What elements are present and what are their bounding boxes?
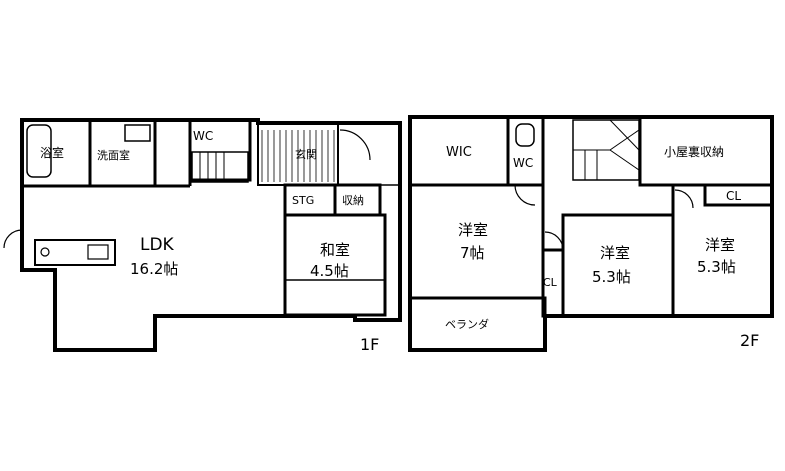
room-7jo-name-label: 洋室 bbox=[458, 221, 488, 239]
room-7jo-walls bbox=[408, 183, 545, 300]
stg-label: STG bbox=[292, 194, 314, 207]
wc-2f-label: WC bbox=[513, 156, 533, 170]
floor-1-label: 1F bbox=[360, 335, 379, 354]
floor-1-plan bbox=[3, 118, 402, 352]
wc-2f-walls bbox=[506, 115, 545, 187]
attic-storage-label: 小屋裏収納 bbox=[664, 144, 724, 159]
room-53a-size-label: 5.3帖 bbox=[592, 268, 631, 286]
stairs-1f bbox=[191, 151, 249, 183]
veranda-label: ベランダ bbox=[445, 317, 489, 331]
front-door-1f bbox=[3, 229, 23, 249]
closet-left-label: CL bbox=[543, 276, 558, 289]
floor-2-plan bbox=[408, 115, 774, 352]
closet-left-walls bbox=[541, 248, 565, 318]
room-53b-name-label: 洋室 bbox=[705, 236, 735, 254]
bath-label: 浴室 bbox=[40, 145, 64, 160]
kitchen-counter bbox=[34, 239, 116, 266]
washbasin bbox=[124, 124, 151, 142]
closet-right-label: CL bbox=[726, 189, 741, 203]
washitsu-size-label: 4.5帖 bbox=[310, 262, 349, 280]
room-53b-size-label: 5.3帖 bbox=[697, 258, 736, 276]
storage-1f-label: 収納 bbox=[342, 194, 364, 207]
bathtub bbox=[26, 124, 52, 178]
entrance-label: 玄関 bbox=[295, 147, 317, 161]
room-53a-walls bbox=[561, 213, 675, 318]
entrance-door-swing bbox=[339, 129, 371, 161]
wc-1f-walls bbox=[188, 118, 252, 182]
ldk-size-label: 16.2帖 bbox=[130, 260, 178, 278]
wic-label: WIC bbox=[446, 145, 472, 160]
wc-1f-label: WC bbox=[193, 129, 213, 143]
room-53a-name-label: 洋室 bbox=[600, 244, 630, 262]
washitsu-name-label: 和室 bbox=[320, 241, 350, 259]
floor-2-label: 2F bbox=[740, 331, 759, 350]
washroom-label: 洗面室 bbox=[97, 148, 130, 162]
room-7jo-size-label: 7帖 bbox=[460, 244, 485, 262]
ldk-name-label: LDK bbox=[140, 235, 175, 255]
